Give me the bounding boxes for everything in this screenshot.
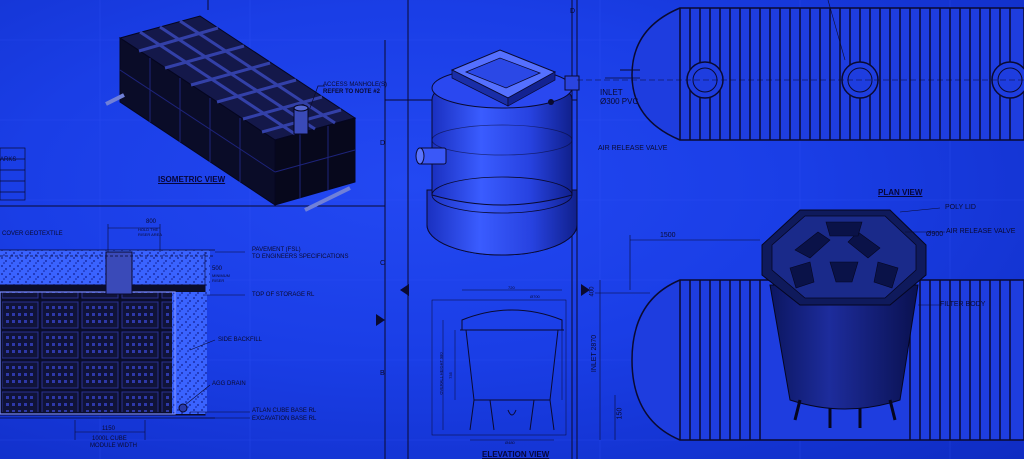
- atlan-base-label: ATLAN CUBE BASE RL: [252, 408, 317, 414]
- hold-line-label: HOLD THE: [138, 227, 159, 232]
- grid-marker-d-top: D: [570, 8, 576, 15]
- module-1150-label: 1150: [102, 426, 115, 432]
- air-release-label: AIR RELEASE VALVE: [598, 145, 668, 152]
- isometric-view-title: ISOMETRIC VIEW: [158, 175, 226, 184]
- remarks-label: ARKS: [0, 157, 17, 163]
- dim-800-label: 800: [146, 219, 157, 225]
- overall-height-label: OVERALL HEIGHT 980: [438, 352, 444, 395]
- center-tank: [415, 49, 580, 256]
- elev-base-label: Ø480: [505, 440, 515, 445]
- min-riser2-label: MINIMUM: [212, 273, 230, 278]
- elevation-view: [431, 289, 567, 441]
- filter-tank: [761, 207, 945, 428]
- section-view: [0, 224, 250, 440]
- min-riser-label: 500: [212, 266, 223, 272]
- agg-drain-label: AGG DRAIN: [212, 381, 246, 387]
- dim-150-label: 150: [616, 407, 624, 420]
- refer-note-label: REFER TO NOTE #2: [323, 89, 380, 95]
- module-line1-label: 1000L CUBE: [92, 436, 127, 442]
- excavation-base-label: EXCAVATION BASE RL: [252, 416, 317, 422]
- module-line2-label: MODULE WIDTH: [90, 443, 137, 449]
- elevation-view-title: ELEVATION VIEW: [482, 450, 550, 459]
- side-backfill-label: SIDE BACKFILL: [218, 337, 263, 343]
- cover-geotextile-label: COVER GEOTEXTILE: [2, 231, 63, 237]
- access-manholes-label: ACCESS MANHOLE(S): [323, 82, 388, 88]
- isometric-crate-block: [105, 15, 357, 212]
- grid-marker-b: B: [380, 370, 385, 377]
- pavement-label: PAVEMENT (FSL): [252, 247, 301, 253]
- elev-lid-label: Ø700: [530, 294, 540, 299]
- poly-lid-label: POLY LID: [945, 204, 976, 211]
- top-storage-label: TOP OF STORAGE RL: [252, 292, 315, 298]
- elev-top-label: 720: [508, 285, 515, 290]
- dim-1500-label: 1500: [660, 232, 676, 239]
- horizontal-tank-top: [577, 0, 1024, 141]
- filter-body-label: FILTER BODY: [940, 301, 986, 308]
- min-riser3-label: RISER: [212, 278, 225, 283]
- dim-900-label: Ø900: [926, 231, 944, 238]
- air-release2-label: AIR RELEASE VALVE: [946, 228, 1016, 235]
- engineers-spec-label: TO ENGINEERS SPECIFICATIONS: [252, 254, 349, 260]
- dim-400-label: 400: [589, 286, 596, 297]
- grid-marker-d: D: [380, 140, 386, 147]
- grid-marker-c: C: [380, 260, 386, 267]
- elev-side-label: 735: [447, 372, 453, 379]
- plan-view-title: PLAN VIEW: [878, 188, 923, 197]
- inlet-2870-label: INLET 2870: [591, 334, 599, 373]
- inlet-pvc-label: Ø300 PVC: [600, 97, 639, 106]
- inlet-label: INLET: [600, 88, 623, 97]
- hold-line2-label: RISER AREA: [138, 232, 163, 237]
- revision-table: [0, 147, 26, 201]
